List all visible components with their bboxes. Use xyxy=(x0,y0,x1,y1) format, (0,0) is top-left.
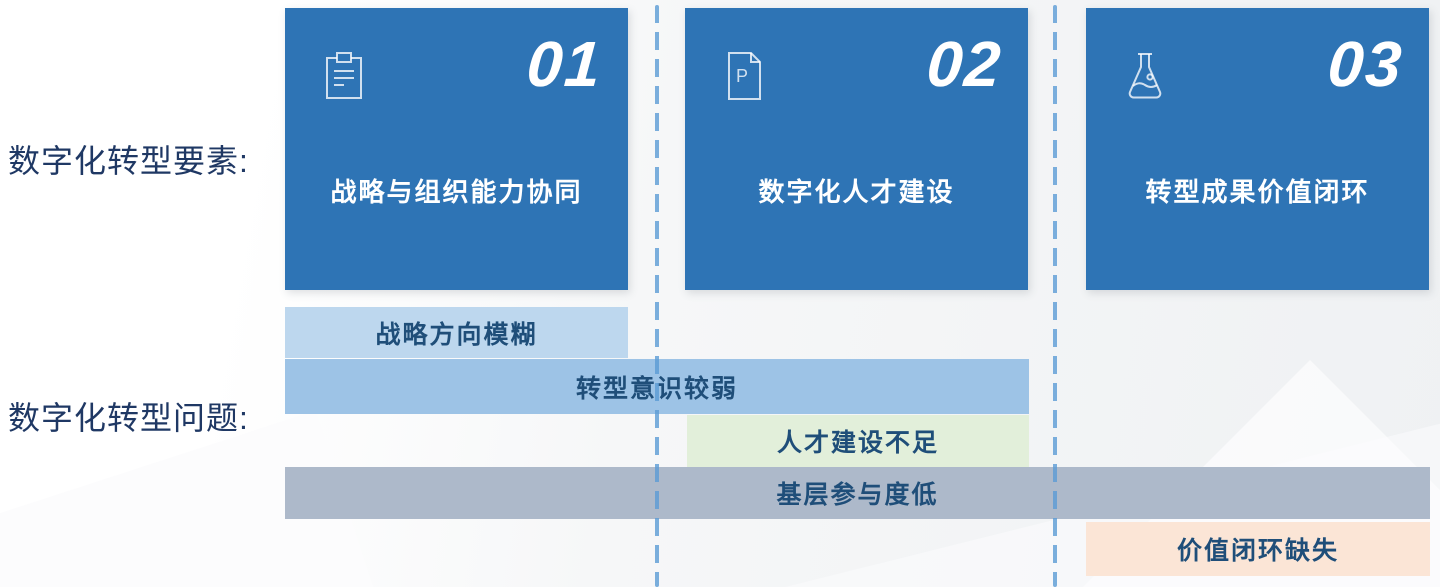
bar-label: 基层参与度低 xyxy=(776,481,939,509)
bar-label: 价值闭环缺失 xyxy=(1176,537,1339,565)
problem-bar-strategy-direction: 战略方向模糊 xyxy=(285,307,628,358)
bar-label: 人才建设不足 xyxy=(776,429,939,457)
card-number: 03 xyxy=(1325,28,1406,100)
svg-text:P: P xyxy=(736,66,748,86)
card-number: 01 xyxy=(524,28,605,100)
card-title: 转型成果价值闭环 xyxy=(1145,177,1370,207)
elements-row-label: 数字化转型要素: xyxy=(8,143,249,179)
divider-dashed-line-2 xyxy=(1053,5,1057,587)
bar-label: 战略方向模糊 xyxy=(375,320,538,349)
clipboard-icon xyxy=(322,50,366,102)
document-p-icon: P xyxy=(722,50,766,102)
card-title: 数字化人才建设 xyxy=(758,177,955,207)
divider-dashed-line-1 xyxy=(655,5,659,587)
problems-row-label: 数字化转型问题: xyxy=(8,400,249,436)
card-number: 02 xyxy=(924,28,1005,100)
problem-bar-talent-building: 人才建设不足 xyxy=(687,415,1029,467)
element-card-talent: P 02 数字化人才建设 xyxy=(685,8,1028,290)
problem-bar-grassroots-participation: 基层参与度低 xyxy=(285,467,1430,519)
element-card-value-loop: 03 转型成果价值闭环 xyxy=(1086,8,1429,290)
problem-bar-value-loop-missing: 价值闭环缺失 xyxy=(1086,522,1430,576)
element-card-strategy: 01 战略与组织能力协同 xyxy=(285,8,628,290)
card-title: 战略与组织能力协同 xyxy=(330,177,583,207)
flask-icon xyxy=(1123,50,1167,102)
